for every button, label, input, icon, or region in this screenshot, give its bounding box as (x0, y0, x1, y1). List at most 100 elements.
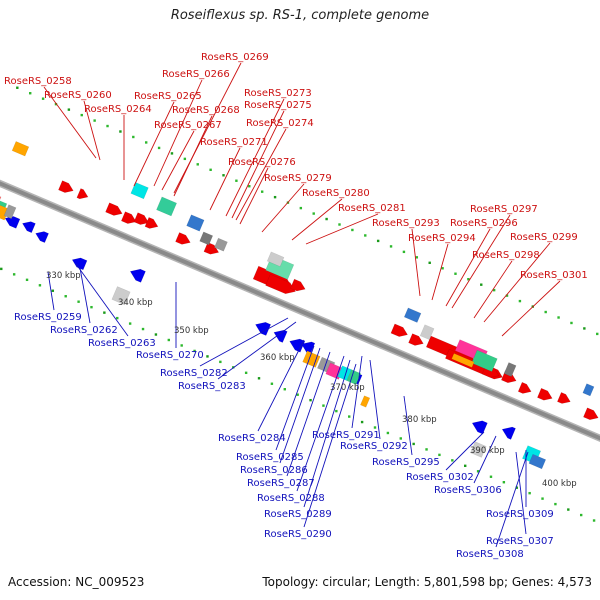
reverse-gene-leader (257, 339, 305, 432)
track-dot (402, 250, 406, 254)
reverse-gene-label: RoseRS_0283 (178, 381, 246, 392)
forward-gene-label: RoseRS_0264 (84, 104, 152, 115)
forward-gene-label: RoseRS_0279 (264, 173, 332, 184)
reverse-gene-arrow (35, 231, 49, 243)
track-dot (415, 256, 419, 259)
track-dot (196, 163, 199, 166)
track-dot (144, 141, 148, 144)
feature-box (419, 324, 435, 341)
feature-box (11, 141, 30, 157)
track-dot (273, 195, 277, 199)
reverse-gene-label: RoseRS_0295 (372, 457, 440, 468)
track-dot (167, 338, 171, 342)
feature-box (199, 231, 214, 246)
track-dot (557, 316, 560, 319)
forward-gene-leader (473, 260, 513, 319)
tick-label: 370 kbp (330, 383, 365, 393)
reverse-gene-leader (515, 451, 527, 535)
track-dot (141, 327, 145, 331)
track-dot (476, 470, 480, 473)
reverse-gene-label: RoseRS_0307 (486, 536, 554, 547)
reverse-gene-label: RoseRS_0309 (486, 509, 554, 520)
track-dot (157, 146, 161, 150)
track-dot (376, 239, 380, 243)
forward-gene-leader (173, 115, 213, 197)
forward-gene-label: RoseRS_0276 (228, 157, 296, 168)
track-dot (29, 92, 32, 95)
track-dot (364, 234, 367, 237)
tick-label: 390 kbp (470, 446, 505, 456)
tick-label: 330 kbp (46, 271, 81, 281)
forward-gene-arrow (408, 333, 424, 346)
reverse-gene-leader (279, 347, 321, 464)
forward-gene-arrow (144, 217, 159, 229)
track-dot (322, 404, 325, 407)
reverse-gene-label: RoseRS_0286 (240, 465, 308, 476)
forward-gene-leader (153, 79, 203, 187)
forward-gene-label: RoseRS_0260 (44, 90, 112, 101)
track-dot (502, 481, 506, 484)
forward-gene-leader (451, 214, 511, 309)
track-dot (116, 316, 119, 320)
forward-gene-label: RoseRS_0297 (470, 204, 538, 215)
forward-gene-label: RoseRS_0267 (154, 120, 222, 131)
track-dot (80, 113, 83, 117)
reverse-gene-leader (303, 363, 357, 528)
accession-text: Accession: NC_009523 (8, 575, 145, 589)
track-dot (544, 310, 547, 314)
track-dot (299, 206, 303, 210)
reverse-gene-label: RoseRS_0289 (264, 509, 332, 520)
feature-box (156, 196, 177, 217)
forward-gene-label: RoseRS_0281 (338, 203, 406, 214)
track-dot (583, 327, 586, 330)
track-dot (399, 437, 402, 440)
track-dot (386, 431, 390, 435)
track-dot (579, 513, 583, 517)
track-dot (464, 464, 467, 468)
feature-box (302, 350, 321, 368)
track-dot (170, 152, 174, 155)
feature-box (503, 362, 517, 378)
forward-gene-label: RoseRS_0296 (450, 218, 518, 229)
map-title: Roseiflexus sp. RS-1, complete genome (170, 8, 430, 23)
track-dot (16, 86, 19, 89)
forward-gene-arrow (517, 381, 532, 394)
forward-gene-label: RoseRS_0294 (408, 233, 476, 244)
track-dot (296, 393, 299, 396)
reverse-gene-label: RoseRS_0287 (247, 478, 315, 489)
forward-gene-leader (161, 130, 195, 191)
track-dot (119, 130, 122, 133)
track-dot (489, 475, 493, 478)
reverse-gene-arrow (129, 268, 146, 283)
track-dot (77, 300, 80, 303)
forward-gene-leader (501, 280, 561, 337)
forward-gene-arrow (537, 387, 553, 401)
feature-box (111, 286, 131, 306)
forward-gene-leader (209, 147, 241, 211)
track-dot (541, 497, 544, 500)
forward-gene-leader (483, 242, 551, 323)
forward-gene-arrow (557, 392, 571, 404)
forward-gene-leader (231, 110, 285, 219)
tick-label: 380 kbp (402, 415, 437, 425)
forward-gene-leader (305, 213, 379, 245)
forward-gene-arrow (290, 278, 306, 292)
reverse-gene-leader (275, 345, 315, 451)
track-dot (183, 157, 187, 161)
reverse-gene-label: RoseRS_0302 (406, 472, 474, 483)
track-dot (244, 371, 248, 375)
feature-box (528, 453, 547, 470)
forward-gene-leader (431, 243, 449, 301)
track-dot (103, 311, 106, 314)
track-dot (257, 377, 261, 380)
forward-gene-label: RoseRS_0266 (162, 69, 230, 80)
feature-box (470, 441, 487, 458)
reverse-gene-arrow (471, 420, 488, 435)
forward-gene-label: RoseRS_0274 (246, 118, 314, 129)
track-dot (51, 289, 55, 292)
track-dot (90, 305, 93, 309)
forward-gene-leader (83, 100, 101, 161)
track-dot (412, 442, 415, 446)
forward-gene-leader (411, 228, 421, 297)
forward-gene-arrow (390, 323, 408, 337)
